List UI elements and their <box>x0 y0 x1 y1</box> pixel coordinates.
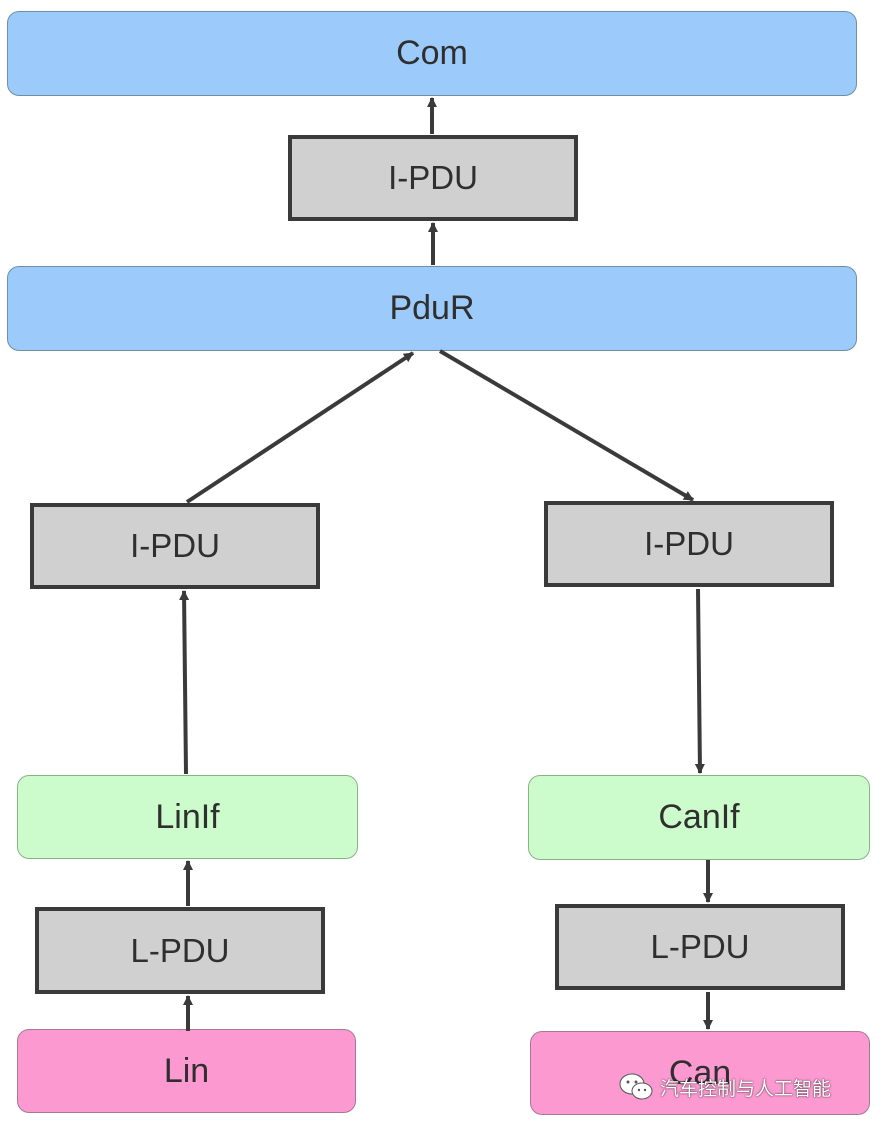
wechat-icon <box>619 1073 653 1100</box>
lpdu-right-label: L-PDU <box>650 928 750 965</box>
watermark-text: 汽车控制与人工智能 <box>660 1078 832 1100</box>
arrow-ipdu-left-to-pdur <box>185 351 415 504</box>
ipdu-top-node: I-PDU <box>288 135 578 221</box>
linif-node: LinIf <box>17 775 358 859</box>
com-label: Com <box>396 34 468 72</box>
ipdu-top-label: I-PDU <box>388 159 478 196</box>
canif-label: CanIf <box>658 798 740 836</box>
can-label: Can <box>668 1053 732 1092</box>
arrow-ipdu-right-to-canif <box>694 588 705 774</box>
ipdu-right-label: I-PDU <box>644 525 734 562</box>
linif-label: LinIf <box>155 797 220 836</box>
ipdu-left-label: I-PDU <box>130 527 220 564</box>
pdur-node: PduR <box>7 266 857 351</box>
canif-node: CanIf <box>528 775 870 860</box>
pdur-label: PduR <box>389 289 475 327</box>
ipdu-left-node: I-PDU <box>30 503 320 589</box>
arrow-linif-to-ipdu-left <box>179 590 190 775</box>
watermark: 汽车控制与人工智能 <box>618 1072 831 1102</box>
can-node: Can <box>530 1031 870 1115</box>
lpdu-right-node: L-PDU <box>555 904 845 990</box>
arrow-pdur-to-ipdu-right <box>438 349 695 502</box>
com-node: Com <box>7 11 857 96</box>
lpdu-left-label: L-PDU <box>130 931 230 969</box>
lin-label: Lin <box>163 1051 210 1090</box>
ipdu-right-node: I-PDU <box>544 501 834 587</box>
lin-node: Lin <box>17 1029 356 1113</box>
lpdu-left-node: L-PDU <box>35 907 325 994</box>
